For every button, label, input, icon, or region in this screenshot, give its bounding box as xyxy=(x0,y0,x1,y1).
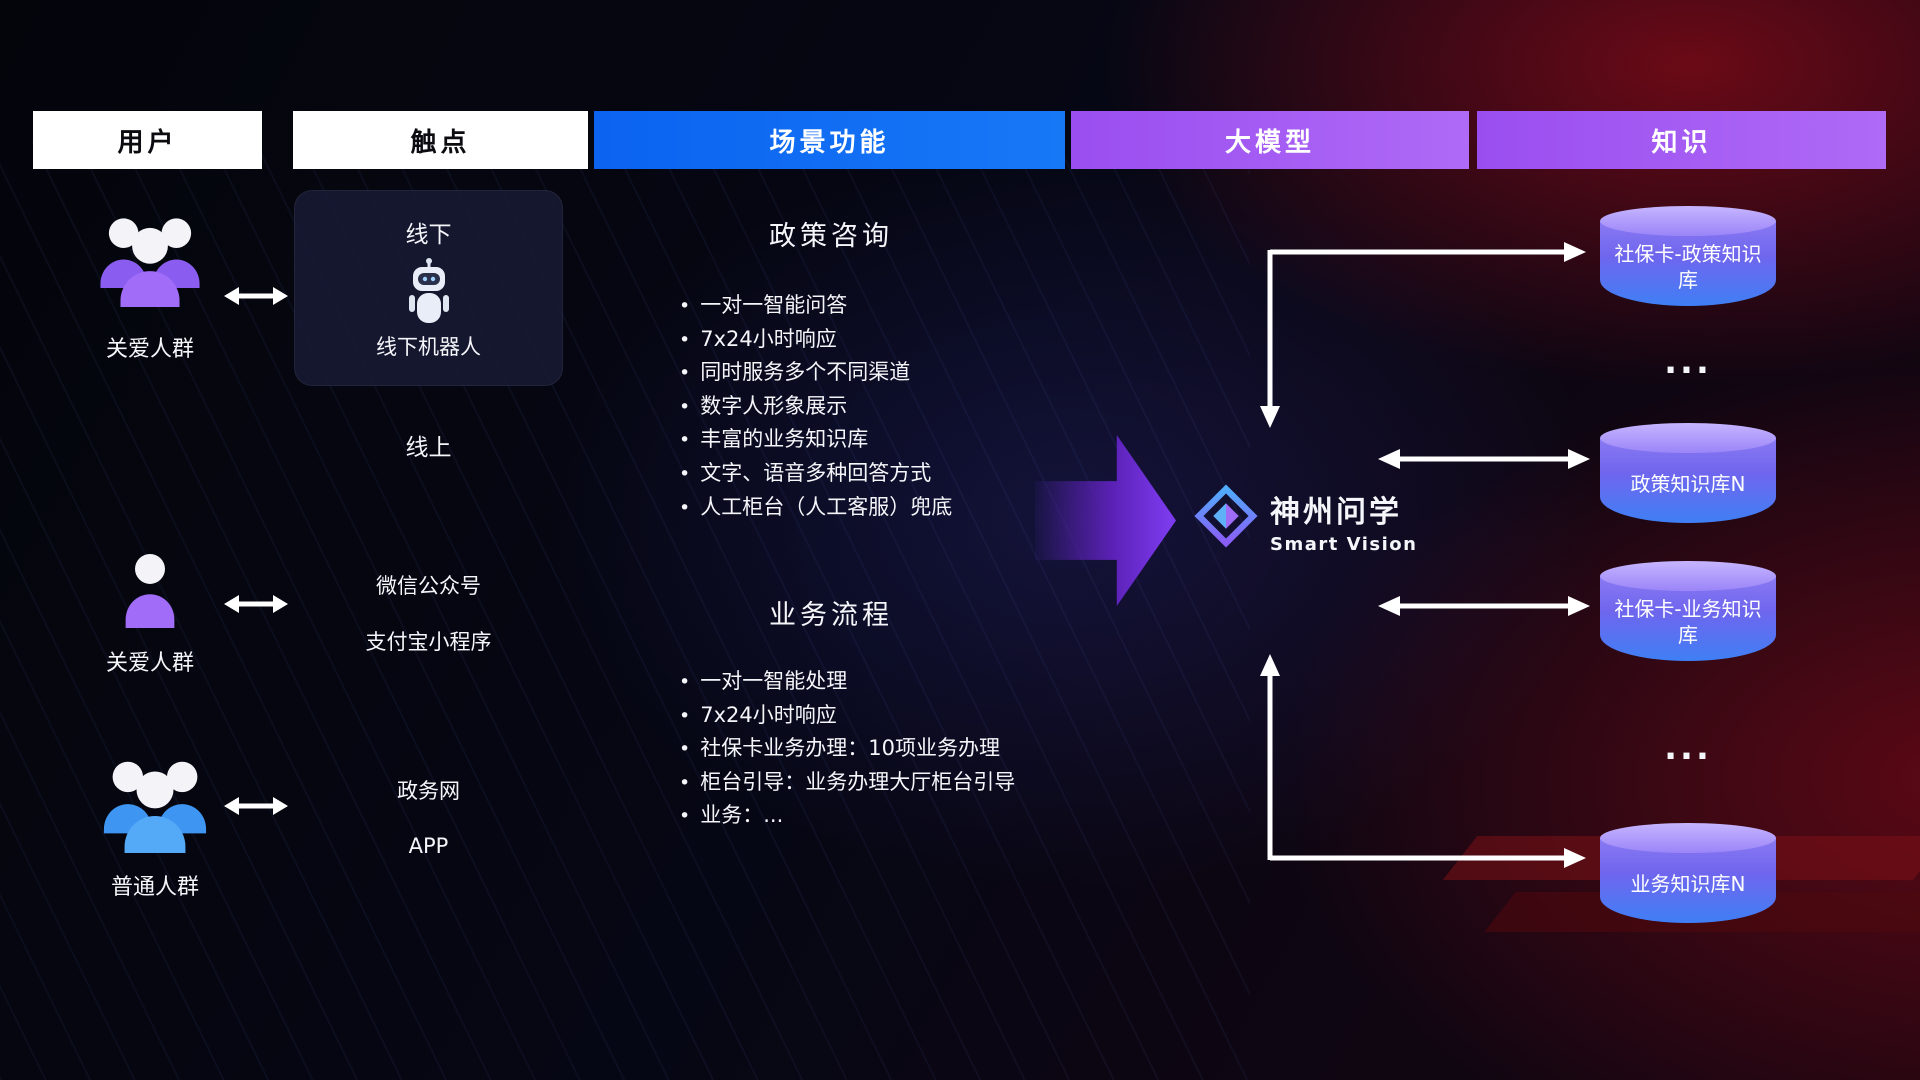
db-cylinder-top xyxy=(1600,423,1776,453)
model-subtitle: Smart Vision xyxy=(1270,534,1418,555)
connector-double-arrow-business-sscard xyxy=(1378,596,1590,616)
model-name: 神州问学 xyxy=(1270,495,1402,530)
db-cylinder-top xyxy=(1600,206,1776,236)
connector-double-arrow-policy-n xyxy=(1378,449,1590,469)
list-item: 7x24小时响应 xyxy=(679,699,1015,733)
kb-label: 社保卡-政策知识库 xyxy=(1614,242,1762,292)
robot-icon xyxy=(401,257,457,331)
online-title: 线上 xyxy=(405,435,452,461)
channel-wechat: 微信公众号 xyxy=(376,574,481,598)
list-item: 社保卡业务办理：10项业务办理 xyxy=(679,732,1015,766)
kb-sscard-business: 社保卡-业务知识库 xyxy=(1600,561,1776,661)
user-label-care-group-1: 关爱人群 xyxy=(105,337,194,362)
person-purple-icon xyxy=(120,551,180,634)
header-scenarios: 场景功能 xyxy=(594,111,1065,169)
offline-touchpoint-card: 线下 线下机器人 xyxy=(294,190,563,386)
list-item: 文字、语音多种回答方式 xyxy=(679,457,952,491)
kb-label: 业务知识库N xyxy=(1630,872,1746,896)
business-feature-list: 一对一智能处理 7x24小时响应 社保卡业务办理：10项业务办理 柜台引导：业务… xyxy=(679,665,1015,833)
kb-business-n: 业务知识库N xyxy=(1600,823,1776,923)
business-section-title: 业务流程 xyxy=(769,600,893,631)
list-item: 数字人形象展示 xyxy=(679,390,952,424)
list-item: 柜台引导：业务办理大厅柜台引导 xyxy=(679,766,1015,800)
header-knowledge: 知识 xyxy=(1477,111,1886,169)
channel-app: APP xyxy=(408,834,449,858)
list-item: 同时服务多个不同渠道 xyxy=(679,356,952,390)
kb-policy-n: 政策知识库N xyxy=(1600,423,1776,523)
smart-vision-logo-icon xyxy=(1192,482,1260,554)
list-item: 7x24小时响应 xyxy=(679,323,952,357)
list-item: 丰富的业务知识库 xyxy=(679,423,952,457)
header-users: 用户 xyxy=(33,111,262,169)
ellipsis-text: ... xyxy=(1664,728,1712,768)
kb-label: 社保卡-业务知识库 xyxy=(1614,597,1762,647)
list-item: 一对一智能问答 xyxy=(679,289,952,323)
header-touchpoints: 触点 xyxy=(293,111,588,169)
connector-elbow-top xyxy=(1260,242,1586,428)
channel-alipay: 支付宝小程序 xyxy=(365,630,492,654)
kb-sscard-policy: 社保卡-政策知识库 xyxy=(1600,206,1776,306)
list-item: 人工柜台（人工客服）兜底 xyxy=(679,491,952,525)
double-arrow-icon xyxy=(224,595,288,613)
connector-elbow-bottom xyxy=(1260,654,1586,868)
channel-gov-web: 政务网 xyxy=(397,779,460,803)
list-item: 业务：... xyxy=(679,799,1015,833)
group-purple-icon xyxy=(92,210,208,311)
double-arrow-icon xyxy=(224,287,288,305)
flow-arrow xyxy=(1035,435,1176,606)
header-model: 大模型 xyxy=(1071,111,1469,169)
group-blue-icon xyxy=(95,753,215,857)
ellipsis-text: ... xyxy=(1664,342,1712,382)
double-arrow-icon xyxy=(224,797,288,815)
policy-section-title: 政策咨询 xyxy=(769,221,893,252)
policy-feature-list: 一对一智能问答 7x24小时响应 同时服务多个不同渠道 数字人形象展示 丰富的业… xyxy=(679,289,952,524)
offline-robot-label: 线下机器人 xyxy=(376,335,481,359)
offline-title: 线下 xyxy=(405,222,452,248)
db-cylinder-top xyxy=(1600,561,1776,591)
list-item: 一对一智能处理 xyxy=(679,665,1015,699)
user-label-care-group-2: 关爱人群 xyxy=(105,651,194,676)
user-label-general-group: 普通人群 xyxy=(110,875,199,900)
kb-label: 政策知识库N xyxy=(1630,472,1746,496)
